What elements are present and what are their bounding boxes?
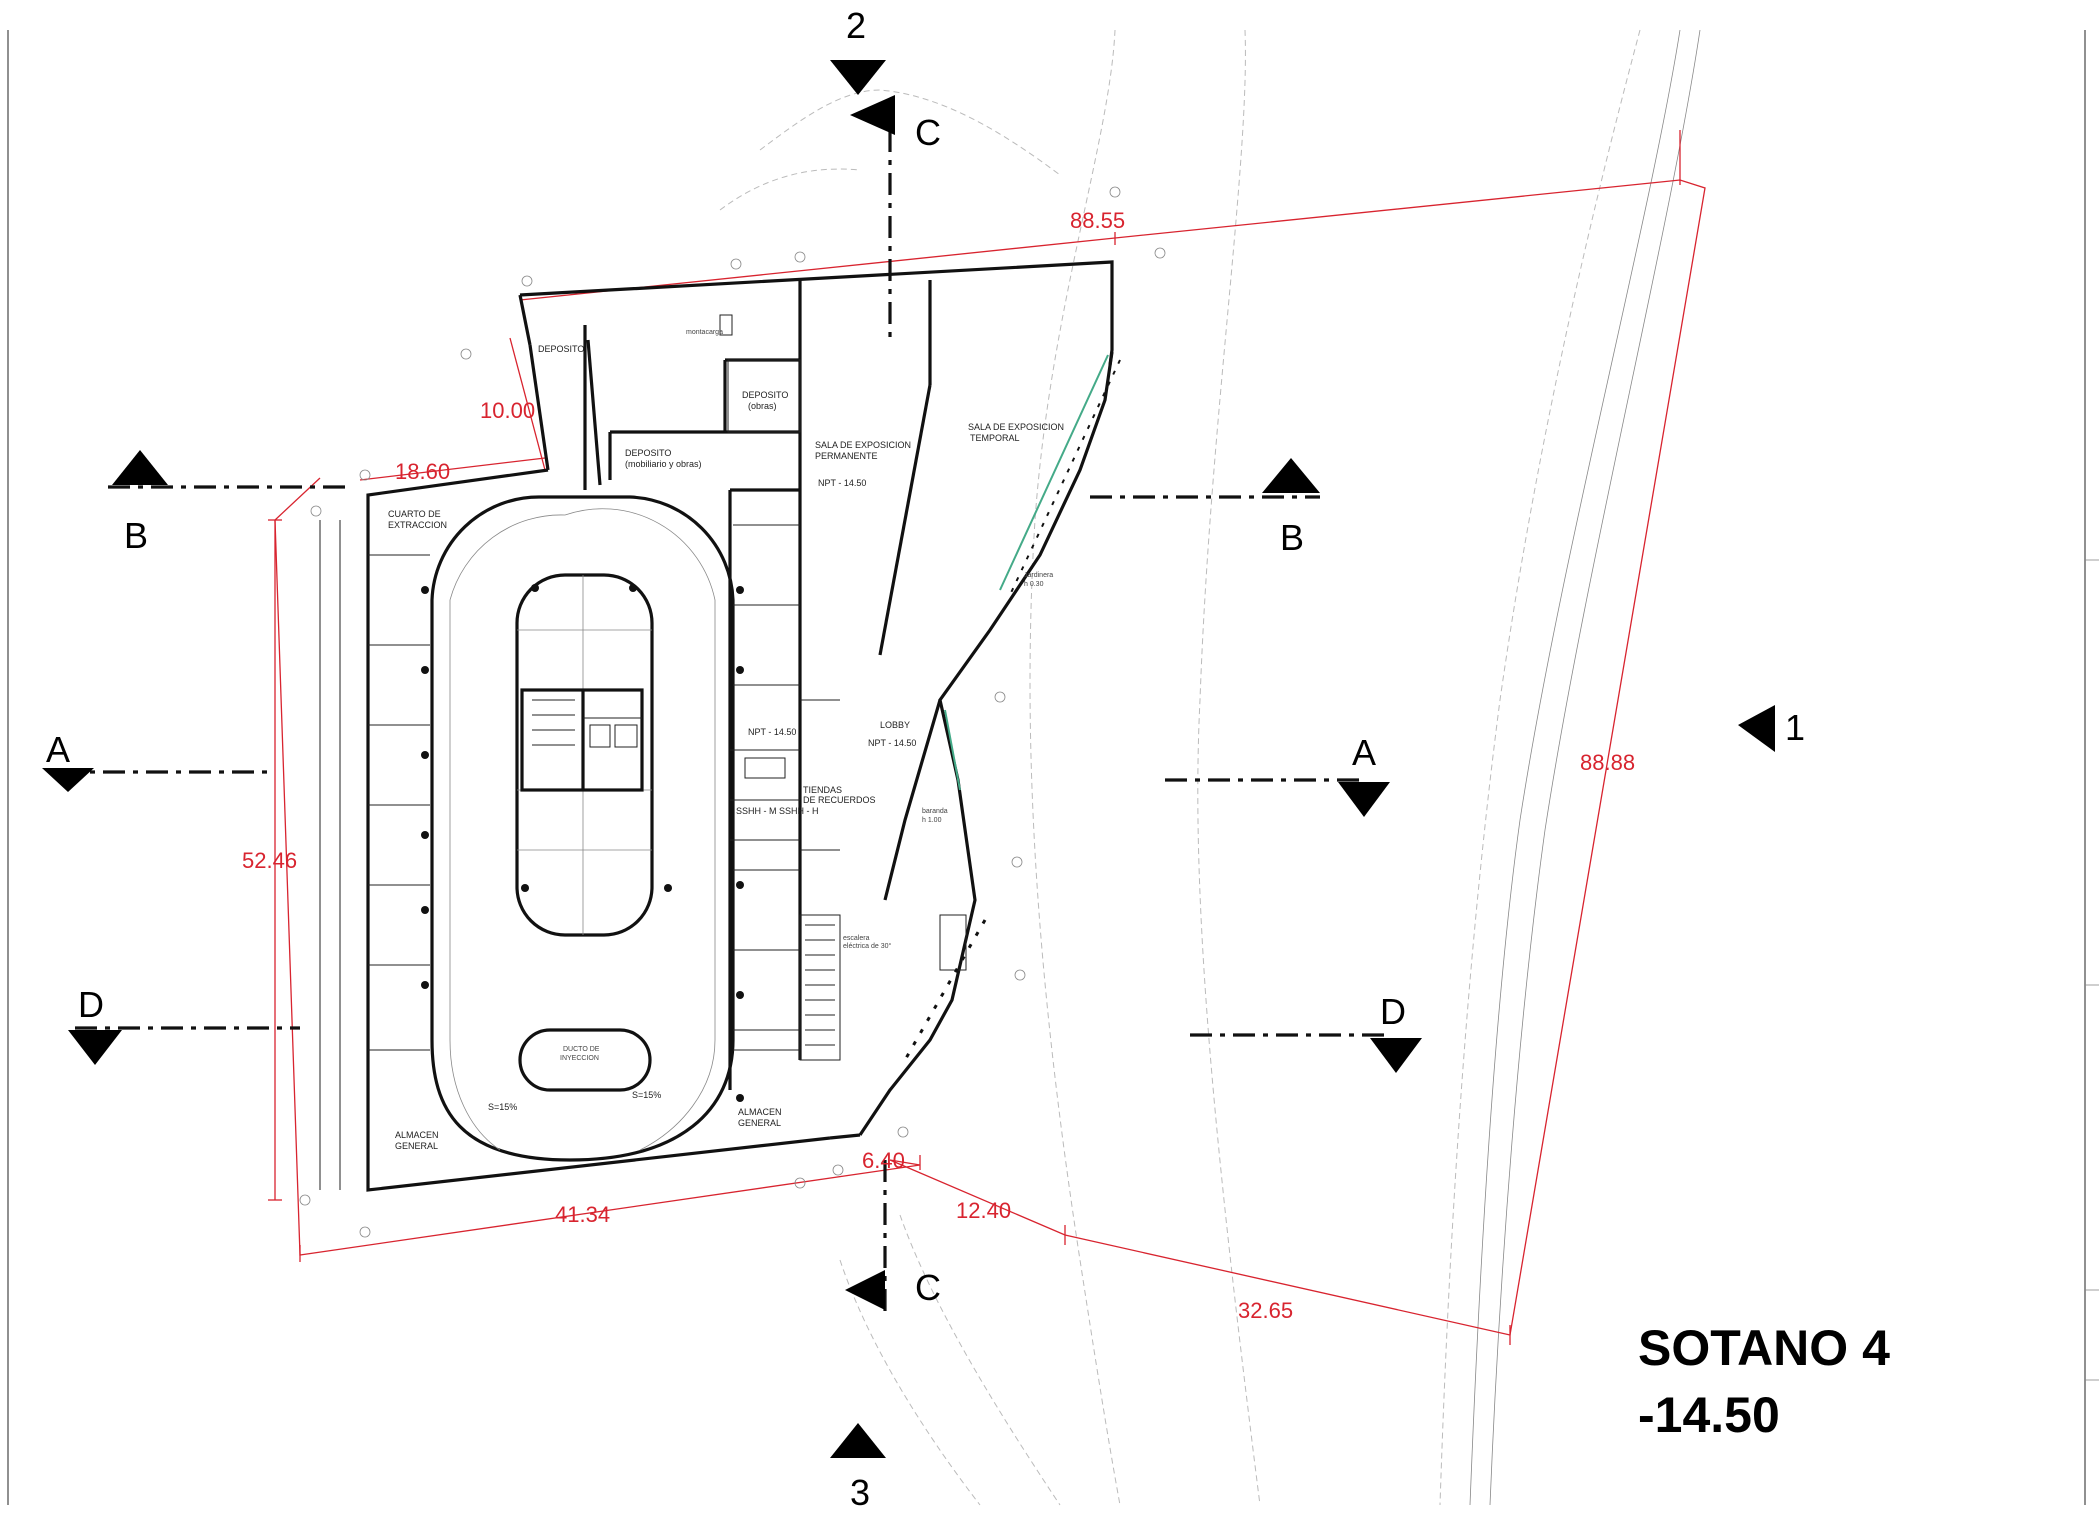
arrow-d-left-icon	[68, 1030, 122, 1065]
structure-columns	[421, 584, 744, 1102]
planter-strip	[903, 354, 1121, 1061]
room-cuarto-extraccion-2: EXTRACCION	[388, 520, 447, 530]
section-cut-lines	[60, 130, 1385, 1315]
section-label-d-right: D	[1380, 991, 1406, 1032]
topography-lines	[719, 29, 1701, 1506]
section-label-c-bottom: C	[915, 1267, 941, 1308]
arrow-a-left-icon	[42, 768, 94, 792]
dim-bottom-b: 12.40	[956, 1198, 1011, 1223]
room-sala-temporal-1: SALA DE EXPOSICION	[968, 422, 1064, 432]
dim-left-top: 18.60	[395, 459, 450, 484]
note-escalera-2: eléctrica de 30°	[843, 942, 892, 950]
dim-left-height: 52.46	[242, 848, 297, 873]
arrow-d-right-icon	[1370, 1038, 1422, 1073]
arrow-3-icon	[830, 1423, 886, 1458]
parking-stalls-right	[733, 524, 800, 1051]
plan-level: -14.50	[1638, 1387, 1780, 1443]
vertical-core	[520, 688, 644, 792]
arrow-1-icon	[1738, 705, 1775, 752]
room-almacen-right-1: ALMACEN	[738, 1107, 782, 1117]
note-baranda-2: h 1.00	[922, 817, 942, 824]
room-cuarto-extraccion-1: CUARTO DE	[388, 509, 441, 519]
room-deposito-mob: DEPOSITO	[625, 448, 671, 458]
section-label-3: 3	[850, 1472, 870, 1513]
room-sala-temporal-2: TEMPORAL	[970, 433, 1020, 443]
room-sala-permanente-2: PERMANENTE	[815, 451, 878, 461]
dim-right: 88.88	[1580, 750, 1635, 775]
room-deposito-obras-sub: (obras)	[748, 401, 777, 411]
section-label-a-right: A	[1352, 732, 1376, 773]
property-boundary	[268, 130, 1706, 1345]
room-deposito-mob-sub: (mobiliario y obras)	[625, 459, 702, 469]
grid-bubbles	[299, 186, 1166, 1238]
section-label-1: 1	[1785, 707, 1805, 748]
room-almacen-right-2: GENERAL	[738, 1118, 781, 1128]
room-ducto-2: INYECCION	[560, 1055, 599, 1062]
room-sala-permanente-1: SALA DE EXPOSICION	[815, 440, 911, 450]
dim-bottom-a: 6.40	[862, 1148, 905, 1173]
dim-bottom-c: 32.65	[1238, 1298, 1293, 1323]
section-label-a-left: A	[46, 729, 70, 770]
room-deposito-obras: DEPOSITO	[742, 390, 788, 400]
interior-rooms	[586, 314, 967, 1061]
parking-stalls-left	[319, 520, 430, 1190]
arrow-a-right-icon	[1338, 782, 1390, 817]
section-label-c-top: C	[915, 112, 941, 153]
dim-top: 88.55	[1070, 208, 1125, 233]
section-label-b-left: B	[124, 515, 148, 556]
room-lobby: LOBBY	[880, 720, 910, 730]
room-lobby-npt: NPT - 14.50	[868, 738, 916, 748]
note-escalera-1: escalera	[843, 935, 870, 942]
section-label-2: 2	[846, 5, 866, 46]
room-sala-npt: NPT - 14.50	[818, 478, 866, 488]
section-label-d-left: D	[78, 984, 104, 1025]
section-arrows	[42, 60, 1775, 1458]
plan-title: SOTANO 4	[1638, 1320, 1890, 1376]
note-baranda-1: baranda	[922, 808, 948, 815]
arrow-b-left-icon	[112, 450, 168, 485]
room-deposito-top: DEPOSITO	[538, 344, 584, 354]
room-tiendas-2: DE RECUERDOS	[803, 795, 876, 805]
room-tiendas-1: TIENDAS	[803, 785, 842, 795]
arrow-c-top-icon	[850, 95, 895, 135]
ramp-slope-left: S=15%	[488, 1102, 517, 1112]
arrow-b-right-icon	[1262, 458, 1320, 493]
room-montacarga: montacarga	[686, 329, 723, 336]
arrow-c-bottom-icon	[845, 1270, 885, 1310]
note-jardinera-1: Jardinera	[1024, 572, 1053, 579]
section-label-b-right: B	[1280, 517, 1304, 558]
room-ducto-1: DUCTO DE	[563, 1046, 600, 1053]
room-npt-small: NPT - 14.50	[748, 727, 796, 737]
note-jardinera-2: h 0.30	[1024, 581, 1044, 588]
room-almacen-left-1: ALMACEN	[395, 1130, 439, 1140]
dim-bottom-left: 41.34	[555, 1202, 610, 1227]
dim-left-notch: 10.00	[480, 398, 535, 423]
room-sshh: SSHH - M SSHH - H	[736, 806, 819, 816]
ramp-slope-right: S=15%	[632, 1090, 661, 1100]
room-almacen-left-2: GENERAL	[395, 1141, 438, 1151]
arrow-2-icon	[830, 60, 886, 95]
